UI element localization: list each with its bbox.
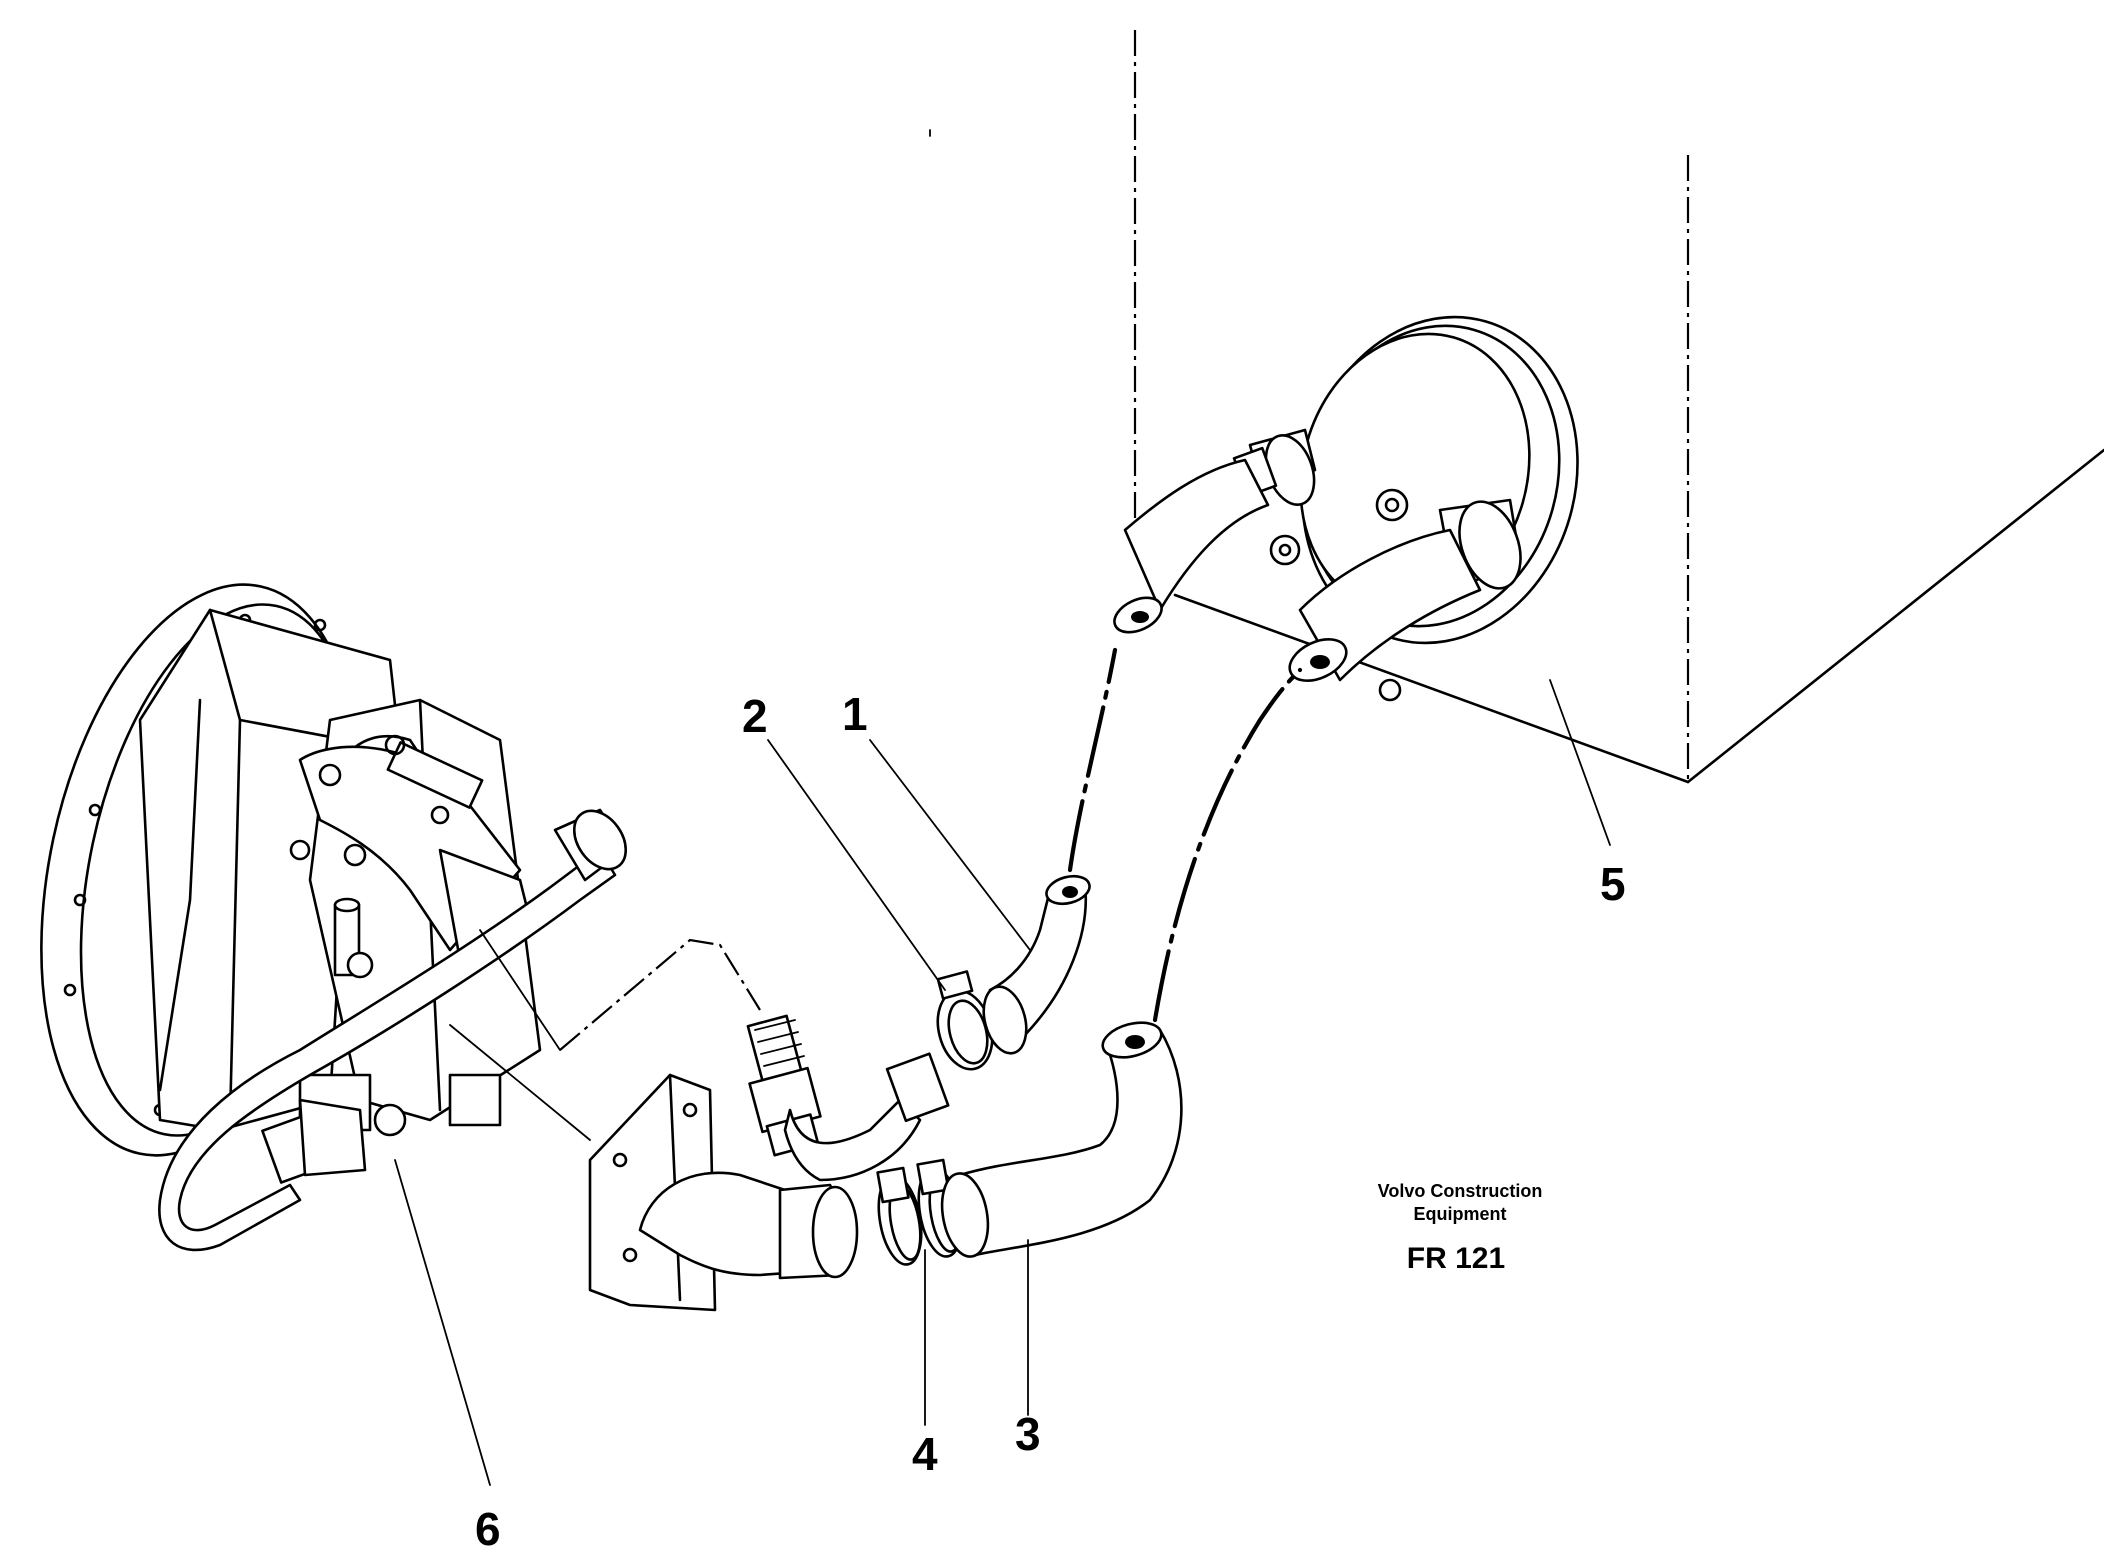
callout-4: 4 [912, 1428, 938, 1480]
callout-5: 5 [1600, 858, 1626, 910]
drawing-code: FR 121 [1407, 1242, 1505, 1275]
tank-suction-stub [1288, 498, 1522, 682]
hydraulic-pump [158, 698, 628, 1252]
suction-line-path [1152, 667, 1303, 1023]
suction-hose [940, 1021, 1183, 1258]
callout-3: 3 [1015, 1408, 1041, 1460]
leader-2 [767, 739, 946, 991]
leader-1 [869, 739, 1031, 951]
leader-5 [1549, 679, 1611, 846]
hydraulic-tank [929, 30, 2104, 784]
callout-2: 2 [742, 690, 768, 742]
return-clamp [936, 970, 994, 1071]
return-fittings [479, 929, 950, 1182]
return-line-path [1067, 647, 1118, 873]
brand-line-2: Equipment [1414, 1204, 1507, 1224]
callout-1: 1 [842, 688, 868, 740]
flange-center-line [449, 1024, 591, 1141]
suction-flange-elbow [588, 1073, 859, 1312]
leader-6 [394, 1159, 491, 1486]
tank-bottom-edge [1173, 593, 1690, 784]
return-hose [982, 874, 1091, 1055]
tank-return-stub [1113, 428, 1317, 634]
tank-side-edge [1686, 448, 2104, 784]
callout-6: 6 [475, 1503, 501, 1555]
brand-line-1: Volvo Construction [1378, 1181, 1543, 1201]
